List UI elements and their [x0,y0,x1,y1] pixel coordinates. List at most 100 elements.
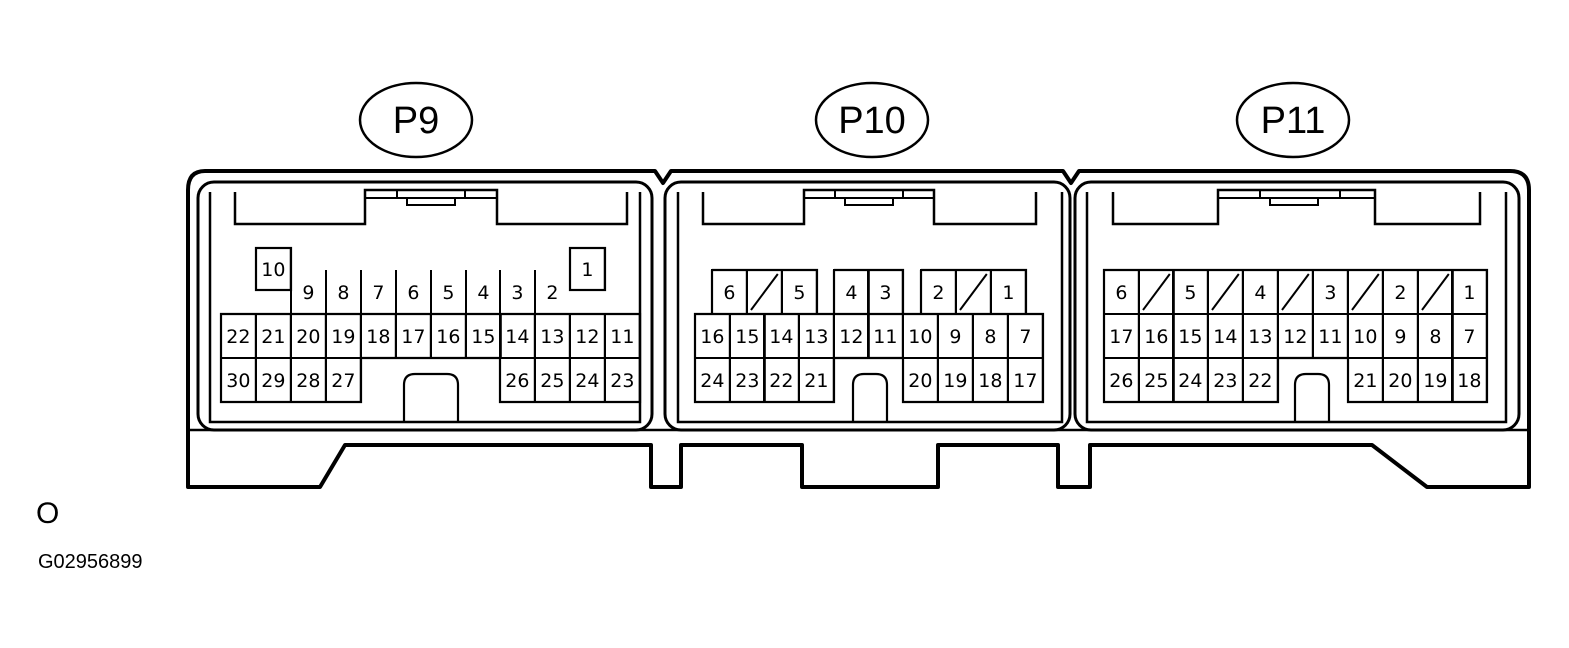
pin-number: 7 [372,282,384,304]
pin-number: 13 [804,326,828,348]
pin-number: 18 [366,326,390,348]
pin-number: 28 [296,370,320,392]
pin-number: 5 [442,282,454,304]
pin-number: 15 [1178,326,1202,348]
pin-number: 16 [700,326,724,348]
pin-number: 9 [949,326,961,348]
pin-number: 1 [1002,282,1014,304]
pin-number: 20 [1388,370,1412,392]
pin-number: 13 [540,326,564,348]
p11-section [1073,180,1521,432]
p10-section [663,180,1072,432]
p9-label-oval [358,81,474,159]
pin-number: 24 [700,370,724,392]
pin-number: 9 [1394,326,1406,348]
unused-pin-slash [750,273,779,311]
pin-number: 4 [845,282,857,304]
pin-number: 15 [735,326,759,348]
keying-slot [1293,372,1331,422]
pin-number: 22 [1248,370,1272,392]
pin-cell [1242,357,1279,403]
pin-number: 18 [1457,370,1481,392]
pin-number: 17 [401,326,425,348]
pin-number: 23 [610,370,634,392]
pin-number: 3 [511,282,523,304]
pin-number: 7 [1019,326,1031,348]
pin-number: 24 [575,370,599,392]
pin-number: 11 [873,326,897,348]
pin-number: 29 [261,370,285,392]
figure-mark: O [36,497,60,530]
pin-number: 26 [505,370,529,392]
pin-cell [1007,357,1044,403]
pin-number: 12 [575,326,599,348]
pin-number: 30 [226,370,250,392]
pin-number: 5 [793,282,805,304]
unused-pin-slash [1351,273,1380,311]
p10-label: P10 [838,100,906,142]
pin-cell [604,357,641,403]
pin-number: 23 [1213,370,1237,392]
pin-number: 19 [1423,370,1447,392]
p10-label-oval [814,81,930,159]
pin-number: 8 [337,282,349,304]
pin-number: 24 [1178,370,1202,392]
pin-number: 14 [505,326,529,348]
pin-number: 10 [1353,326,1377,348]
pin-number: 21 [804,370,828,392]
pin-number: 13 [1248,326,1272,348]
keying-slot [402,372,460,422]
pin-number: 2 [932,282,944,304]
pin-number: 20 [296,326,320,348]
pin-number: 12 [1283,326,1307,348]
pin-number: 5 [1184,282,1196,304]
p11-label-oval [1235,81,1351,159]
keying-slot [851,372,889,422]
unused-pin-slash [1211,273,1240,311]
pin-number: 3 [1324,282,1336,304]
pin-cell [325,357,362,403]
p9-label: P9 [393,100,439,142]
pin-number: 6 [723,282,735,304]
unused-pin-slash [1281,273,1310,311]
pin-number: 26 [1109,370,1133,392]
pin-number: 27 [331,370,355,392]
pin-number: 4 [477,282,489,304]
pin-number: 19 [943,370,967,392]
pin-number: 20 [908,370,932,392]
pin-number: 6 [407,282,419,304]
pin-number: 21 [1353,370,1377,392]
pin-number: 2 [1394,282,1406,304]
pin-number: 19 [331,326,355,348]
pin-number: 11 [1318,326,1342,348]
pin-number: 11 [610,326,634,348]
pin-number: 7 [1463,326,1475,348]
pin-number: 10 [908,326,932,348]
pin-number: 6 [1115,282,1127,304]
pin-cell [798,357,835,403]
pin-number: 17 [1013,370,1037,392]
pin-number: 21 [261,326,285,348]
pin-number: 18 [978,370,1002,392]
pin-number: 2 [546,282,558,304]
pin-number: 23 [735,370,759,392]
pin-number: 15 [471,326,495,348]
pin-number: 17 [1109,326,1133,348]
pin-cell [255,247,292,291]
pin-number: 9 [302,282,314,304]
pin-number: 1 [1463,282,1475,304]
pin-number: 8 [1429,326,1441,348]
figure-code: G02956899 [38,551,143,573]
pin-number: 25 [1144,370,1168,392]
unused-pin-slash [959,273,988,311]
pin-number: 12 [839,326,863,348]
p11-label: P11 [1261,100,1326,142]
pin-number: 14 [1213,326,1237,348]
unused-pin-slash [1142,273,1171,311]
connector-name-labels: P9 P10 P11 [358,81,1351,159]
